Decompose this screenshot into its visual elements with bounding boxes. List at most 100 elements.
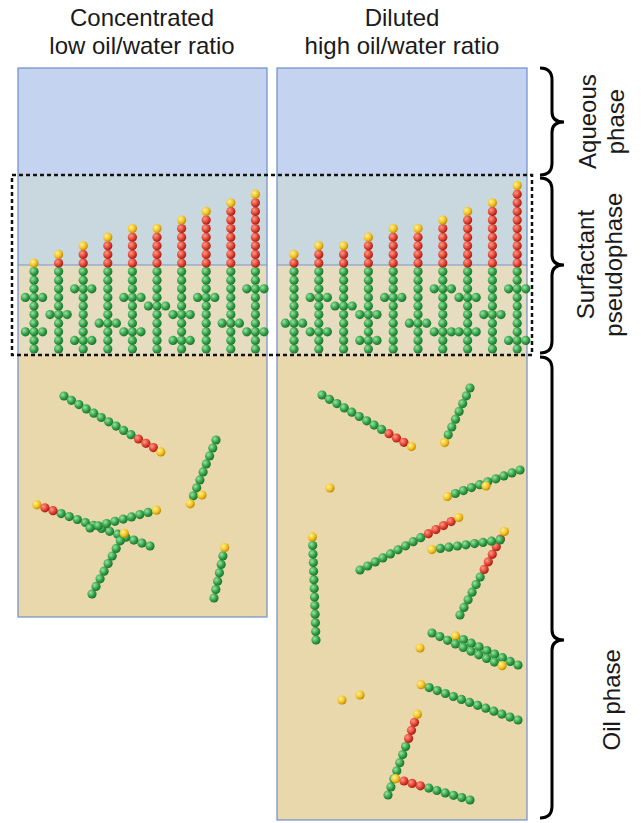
panel-border [277, 68, 527, 820]
atom [251, 258, 260, 267]
atom [470, 539, 479, 548]
atom [29, 319, 38, 328]
atom [339, 319, 348, 328]
atom [463, 233, 472, 242]
atom [463, 215, 472, 224]
atom [251, 301, 260, 310]
atom [251, 336, 260, 345]
atom [461, 540, 470, 549]
atom [38, 327, 47, 336]
atom [189, 491, 198, 500]
atom [440, 438, 449, 447]
atom [413, 284, 422, 293]
atom [119, 293, 128, 302]
atom [364, 293, 373, 302]
atom [226, 293, 235, 302]
atom [521, 284, 530, 293]
atom [339, 284, 348, 293]
atom [289, 267, 298, 276]
atom [289, 301, 298, 310]
atom [397, 293, 406, 302]
atom [205, 451, 214, 460]
atom [513, 215, 522, 224]
atom [488, 224, 497, 233]
atom [389, 301, 398, 310]
atom [488, 319, 497, 328]
atom [202, 224, 211, 233]
pseudophase-box [12, 175, 532, 355]
atom [218, 319, 227, 328]
atom [202, 301, 211, 310]
atom [355, 336, 364, 345]
atom [251, 215, 260, 224]
atom [79, 276, 88, 285]
atom [463, 344, 472, 353]
atom [314, 327, 323, 336]
phase-label: Aqueous phase [574, 67, 629, 177]
atom [488, 327, 497, 336]
atom [386, 782, 395, 791]
atom [29, 344, 38, 353]
atom [202, 459, 211, 468]
atom [177, 344, 186, 353]
atom [103, 267, 112, 276]
atom [186, 310, 195, 319]
atom [389, 276, 398, 285]
atom [128, 301, 137, 310]
atom [504, 284, 513, 293]
atom [389, 344, 398, 353]
atom [79, 284, 88, 293]
atom [488, 344, 497, 353]
atom [57, 509, 66, 518]
atom [226, 284, 235, 293]
atom [438, 336, 447, 345]
atom [128, 224, 137, 233]
atom [128, 310, 137, 319]
atom [413, 336, 422, 345]
atom [211, 585, 220, 594]
atom [128, 293, 137, 302]
atom [226, 310, 235, 319]
atom [177, 267, 186, 276]
atom [251, 207, 260, 216]
atom [251, 319, 260, 328]
atom [128, 233, 137, 242]
atom [79, 258, 88, 267]
atom [310, 584, 319, 593]
atom [314, 284, 323, 293]
atom [186, 499, 195, 508]
atom [306, 293, 315, 302]
atom [355, 310, 364, 319]
atom [513, 715, 522, 724]
atom [94, 521, 103, 530]
atom [54, 293, 63, 302]
atom [430, 327, 439, 336]
atom [103, 241, 112, 250]
atom [325, 483, 334, 492]
atom [202, 276, 211, 285]
atom [177, 319, 186, 328]
atom [413, 241, 422, 250]
atom [364, 241, 373, 250]
atom [103, 319, 112, 328]
atom [314, 293, 323, 302]
atom [152, 310, 161, 319]
atom [314, 301, 323, 310]
atom [513, 241, 522, 250]
atom [389, 224, 398, 233]
atom [339, 336, 348, 345]
atom [177, 215, 186, 224]
atom [389, 250, 398, 259]
interface-water [18, 175, 267, 265]
atom [127, 512, 136, 521]
atom [289, 284, 298, 293]
atom [479, 310, 488, 319]
atom [339, 276, 348, 285]
atom [404, 734, 413, 743]
atom [79, 327, 88, 336]
atom [79, 293, 88, 302]
atom [488, 276, 497, 285]
atom [438, 293, 447, 302]
atom [481, 704, 490, 713]
atom [513, 344, 522, 353]
